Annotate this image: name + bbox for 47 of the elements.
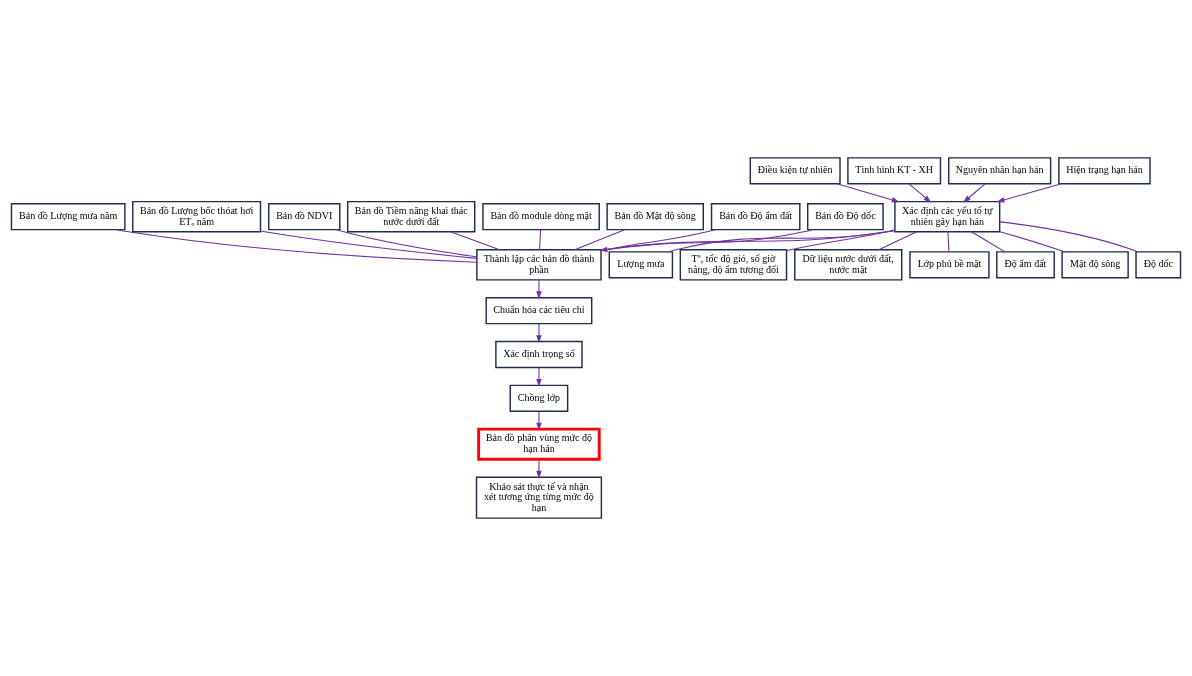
node-box: Bản đồ Mật độ sông — [606, 203, 704, 231]
node-box: Xác định các yếu tố tự nhiên gây hạn hán — [894, 200, 1001, 233]
connector — [999, 221, 1139, 253]
node-box: Bản đồ Độ dốc — [807, 203, 884, 231]
connector — [539, 229, 542, 250]
node-box: Thành lập các bản đồ thành phần — [476, 249, 602, 281]
node-box: Nguyên nhân hạn hán — [948, 157, 1052, 185]
node-box: Lớp phủ bề mặt — [909, 251, 990, 279]
connector — [450, 231, 501, 251]
node-box: Khảo sát thực tế và nhận xét tương ứng từng mức độ hạn — [475, 476, 603, 519]
connector — [947, 231, 950, 253]
arrow — [996, 183, 1062, 203]
connector — [668, 229, 896, 253]
node-box: Mật độ sông — [1061, 251, 1129, 279]
arrow — [836, 183, 900, 203]
node-box: Độ ẩm đất — [996, 251, 1055, 279]
node-box: Chồng lớp — [509, 384, 569, 412]
node-box: Tº, tốc độ gió, số giờ nắng, độ ẩm tương đối — [679, 249, 788, 281]
arrow — [536, 279, 542, 300]
node-box: Bản đồ Lượng mưa năm — [10, 203, 126, 231]
node-box: Xác định trọng số — [495, 340, 583, 369]
arrow — [908, 183, 932, 203]
connector — [116, 229, 478, 263]
node-box: Lượng mưa — [608, 251, 674, 279]
connector — [999, 231, 1065, 253]
node-box: Hiện trạng hạn hán — [1058, 157, 1151, 185]
node-box: Bản đồ module dòng mặt — [482, 203, 600, 231]
node-box: Tình hình KT - XH — [847, 157, 942, 185]
node-box: Bản đồ Lượng bốc thóat hơi ETₒ năm — [132, 200, 262, 233]
arrow — [536, 323, 542, 344]
node-box: Bản đồ phân vùng mức độ hạn hán — [477, 427, 601, 461]
node-box: Bản đồ Độ ẩm đất — [710, 203, 801, 231]
node-box: Điều kiện tự nhiên — [749, 157, 841, 185]
connector — [260, 230, 478, 259]
connector — [878, 231, 918, 251]
node-box: Độ dốc — [1135, 251, 1182, 279]
node-box: Dữ liệu nước dưới đất, nước mặt — [794, 249, 903, 281]
connector — [970, 231, 1006, 253]
connector — [786, 229, 896, 252]
connector — [335, 229, 478, 258]
node-box: Bản đồ Tiềm năng khai thác nước dưới đất — [346, 200, 476, 233]
node-box: Chuẩn hóa các tiêu chí — [485, 297, 593, 325]
node-box: Bản đồ NDVI — [268, 203, 341, 231]
arrow — [536, 410, 542, 431]
arrow — [536, 366, 542, 387]
arrow — [962, 183, 986, 203]
arrow — [536, 458, 542, 479]
